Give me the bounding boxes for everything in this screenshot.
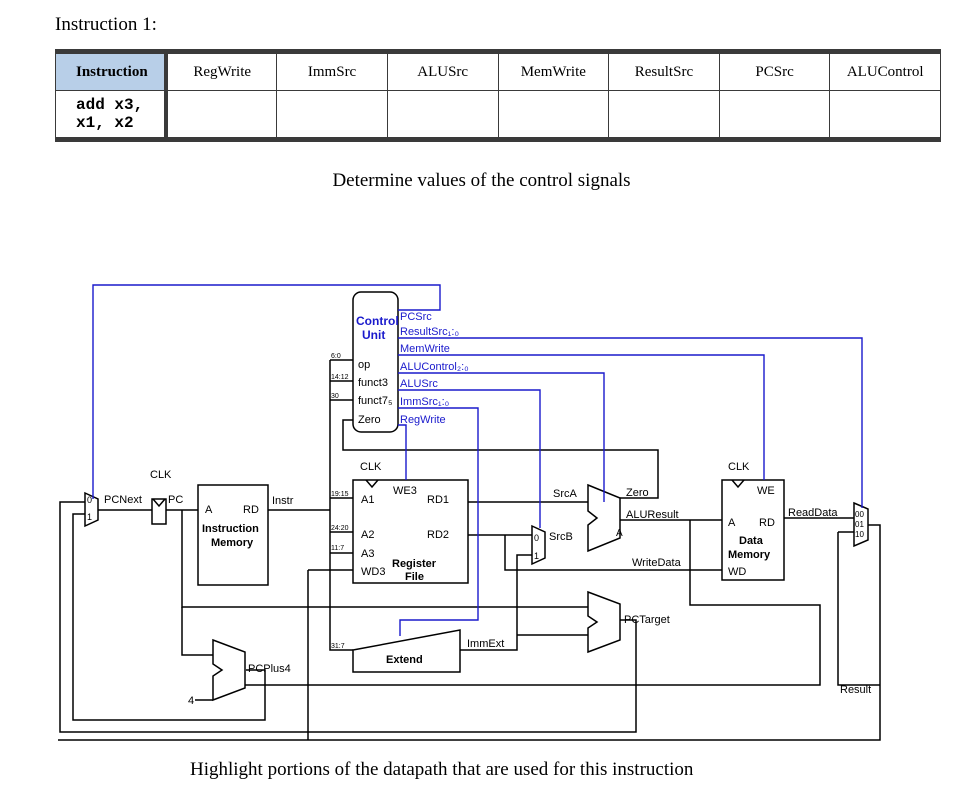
rf-rd1: RD1 — [427, 494, 449, 506]
table-cell-alusrc[interactable] — [386, 90, 499, 140]
result-mux-input: 00 — [855, 510, 864, 519]
signal-label-pcsrc: PCSrc — [400, 311, 432, 323]
bit-range-label: 6:0 — [331, 353, 341, 360]
table-header: MemWrite — [497, 51, 610, 91]
bit-range-label: 14:12 — [331, 374, 349, 381]
rf-a1: A1 — [361, 494, 374, 506]
control-unit-title: Unit — [362, 328, 385, 342]
writedata-label: WriteData — [632, 557, 682, 569]
cu-input-funct3: funct3 — [358, 377, 388, 389]
rf-we3: WE3 — [393, 485, 417, 497]
pc-mux-input: 0 — [87, 495, 92, 505]
riscv-datapath-diagram: Control Unit PCSrc ResultSrc₁:₀ MemWrite… — [58, 284, 881, 741]
bit-range-label: 11:7 — [331, 545, 344, 552]
extend-unit — [352, 629, 461, 673]
pcnext-label: PCNext — [104, 494, 142, 506]
table-header: ALUSrc — [386, 51, 499, 91]
dmem-rd: RD — [759, 517, 775, 529]
pc-label: PC — [168, 494, 183, 506]
cu-input-zero: Zero — [358, 414, 381, 426]
cu-input-funct7: funct7₅ — [358, 395, 392, 407]
dmem-we: WE — [757, 485, 775, 497]
table-header: RegWrite — [165, 51, 278, 91]
pcplus4-label: PCPlus4 — [248, 663, 291, 675]
pctarget-label: PCTarget — [624, 614, 670, 626]
table-cell-regwrite[interactable] — [165, 90, 278, 140]
bit-range-label: 19:15 — [331, 491, 349, 498]
instruction-memory-box — [197, 484, 269, 586]
result-mux-input: 10 — [855, 530, 864, 539]
signal-label-resultsrc: ResultSrc₁:₀ — [400, 326, 459, 338]
signal-label-immsrc: ImmSrc₁:₀ — [400, 396, 449, 408]
table-header: Instruction — [55, 51, 169, 91]
extend-title: Extend — [386, 654, 423, 666]
subtitle: Determine values of the control signals — [332, 170, 631, 191]
zero-label: Zero — [626, 487, 649, 499]
readdata-label: ReadData — [788, 507, 838, 519]
srca-label: SrcA — [553, 488, 578, 500]
dmem-wd: WD — [728, 566, 746, 578]
rf-a2: A2 — [361, 529, 374, 541]
rf-a3: A3 — [361, 548, 374, 560]
footer-instruction: Highlight portions of the datapath that … — [190, 759, 694, 780]
table-cell-memwrite[interactable] — [497, 90, 610, 140]
control-unit-title: Control — [356, 314, 399, 328]
control-unit-box — [352, 291, 399, 433]
table-header-row: Instruction RegWrite ImmSrc ALUSrc MemWr… — [55, 51, 941, 91]
result-label: Result — [840, 684, 871, 696]
aluresult-label: ALUResult — [626, 509, 679, 521]
bit-range-label: 31:7 — [331, 643, 345, 650]
srcb-label: SrcB — [549, 531, 573, 543]
rf-wd3: WD3 — [361, 566, 385, 578]
signal-label-alucontrol: ALUControl₂:₀ — [400, 361, 469, 373]
clk-label: CLK — [360, 461, 382, 473]
table-cell-instruction: add x3, x1, x2 — [55, 90, 169, 140]
table-header: ALUControl — [829, 51, 941, 91]
dmem-a: A — [728, 517, 736, 529]
page-heading: Instruction 1: — [55, 14, 157, 35]
signal-label-regwrite: RegWrite — [400, 414, 446, 426]
alu — [587, 483, 621, 553]
bit-range-label: 24:20 — [331, 525, 349, 532]
table-cell-pcsrc[interactable] — [718, 90, 831, 140]
constant-four: 4 — [188, 695, 194, 707]
rf-title: Register — [392, 558, 437, 570]
clk-label: CLK — [150, 469, 172, 481]
table-cell-immsrc[interactable] — [276, 90, 388, 140]
table-cell-alucontrol[interactable] — [829, 90, 941, 140]
signal-label-alusrc: ALUSrc — [400, 378, 438, 390]
table-header: ImmSrc — [276, 51, 388, 91]
pc-register — [151, 498, 167, 525]
table-header: ResultSrc — [608, 51, 720, 91]
instr-label: Instr — [272, 495, 294, 507]
imem-title: Instruction — [202, 523, 259, 535]
srcb-mux — [531, 524, 546, 566]
data-memory-box — [721, 479, 785, 581]
pc-mux-input: 1 — [87, 512, 92, 522]
control-signal-table: Instruction RegWrite ImmSrc ALUSrc MemWr… — [55, 49, 941, 142]
cu-input-op: op — [358, 359, 370, 371]
rf-title: File — [405, 571, 424, 583]
imem-rd: RD — [243, 504, 259, 516]
dmem-title: Data — [739, 535, 764, 547]
table-row: add x3, x1, x2 — [55, 90, 941, 140]
bit-range-label: 30 — [331, 393, 339, 400]
imem-title: Memory — [211, 537, 254, 549]
immext-label: ImmExt — [467, 638, 504, 650]
imem-a: A — [205, 504, 213, 516]
srcb-mux-input: 1 — [534, 551, 539, 561]
result-mux-input: 01 — [855, 520, 864, 529]
signal-label-memwrite: MemWrite — [400, 343, 450, 355]
pctarget-adder — [587, 590, 621, 654]
srcb-mux-input: 0 — [534, 533, 539, 543]
dmem-title: Memory — [728, 549, 771, 561]
alu-a-label: A — [616, 528, 623, 539]
rf-rd2: RD2 — [427, 529, 449, 541]
table-cell-resultsrc[interactable] — [608, 90, 720, 140]
table-header: PCSrc — [718, 51, 831, 91]
clk-label: CLK — [728, 461, 750, 473]
pcplus4-adder — [212, 638, 246, 702]
